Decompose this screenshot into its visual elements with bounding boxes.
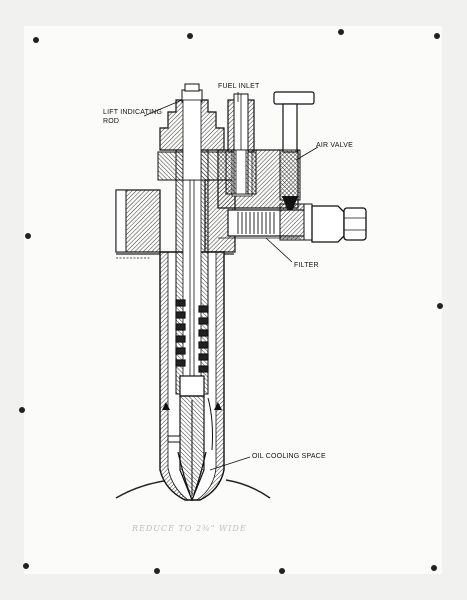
pin-markers — [19, 29, 443, 574]
label-filter: FILTER — [294, 262, 319, 269]
top-nut-stack — [157, 83, 227, 181]
flange-body — [115, 179, 236, 253]
label-air-valve: AIR VALVE — [316, 142, 353, 149]
pencil-note: REDUCE TO 2¾" WIDE — [132, 524, 247, 533]
needle-valve — [162, 375, 222, 502]
injector-column — [175, 92, 209, 395]
label-lift-indicating-rod: LIFT INDICATING ROD — [103, 109, 163, 125]
spring-coil — [175, 299, 209, 373]
fuel-inlet-fitting — [225, 93, 257, 195]
label-oil-cooling-space: OIL COOLING SPACE — [252, 453, 326, 460]
leader-lines — [143, 92, 319, 471]
label-fuel-inlet: FUEL INLET — [218, 83, 260, 90]
filter-housing — [227, 203, 367, 243]
air-valve-assembly — [273, 91, 315, 212]
